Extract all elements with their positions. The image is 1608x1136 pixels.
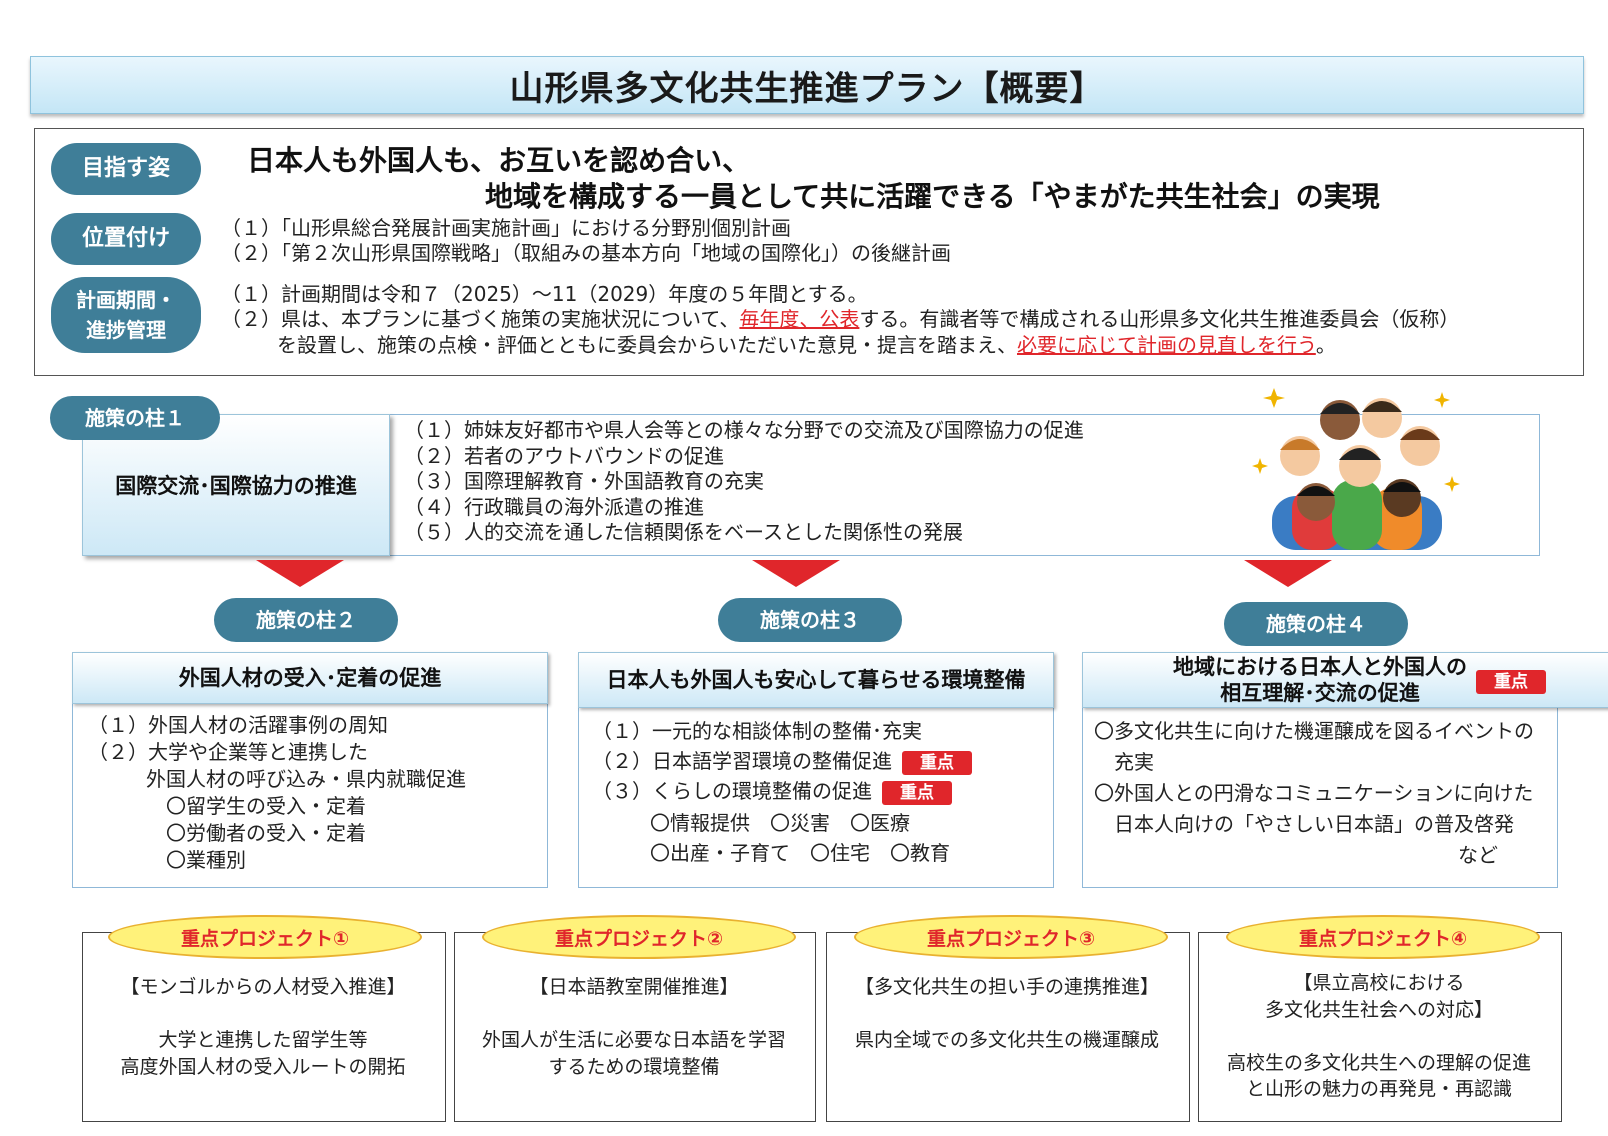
pillar3-line: （２）日本語学習環境の整備促進重点 [592, 748, 972, 775]
pillar3-line: （３）くらしの環境整備の促進重点 [592, 778, 952, 805]
project-line [454, 1001, 814, 1028]
project-line [1198, 1023, 1560, 1050]
vision-line-2: 地域を構成する一員として共に活躍できる「やまがた共生社会」の実現 [485, 180, 1380, 213]
pillar1-item: （４）行政職員の海外派遣の推進 [404, 494, 704, 519]
project-line: 高度外国人材の受入ルートの開拓 [120, 1055, 406, 1078]
project-line [826, 1001, 1188, 1028]
position-label: 位置付け [51, 213, 201, 265]
project-1-box [82, 932, 446, 1122]
pillar2-heading: 外国人材の受入･定着の促進 [72, 652, 548, 704]
sparkle-icon [1252, 388, 1460, 492]
period-item-3-text-a: を設置し、施策の点検・評価とともに委員会からいただいた意見・提言を踏まえ、 [277, 333, 1017, 357]
vision-label: 目指す姿 [51, 143, 201, 195]
project-line: 多文化共生社会への対応】 [1264, 998, 1493, 1021]
pillar4-heading-line-1: 地域における日本人と外国人の [1173, 655, 1467, 679]
people-illustration [1252, 388, 1460, 550]
project-1-text: 【モンゴルからの人材受入推進】 大学と連携した留学生等 高度外国人材の受入ルート… [82, 974, 444, 1080]
project-3-text: 【多文化共生の担い手の連携推進】 県内全域での多文化共生の機運醸成 [826, 974, 1188, 1054]
period-item-2: （２）県は、本プランに基づく施策の実施状況について、毎年度、公表する。有識者等で… [221, 306, 1459, 332]
period-label-line-1: 計画期間・ [76, 288, 176, 312]
period-label-line-2: 進捗管理 [86, 318, 166, 342]
priority-badge: 重点 [1476, 670, 1546, 694]
project-line: 【モンゴルからの人材受入推進】 [120, 976, 406, 998]
pillar2-tag: 施策の柱２ [214, 598, 398, 642]
project-line: 【県立高校における [1293, 972, 1465, 994]
pillar3-line: 〇情報提供 〇災害 〇医療 [650, 811, 910, 835]
project-line: するための環境整備 [548, 1055, 720, 1078]
project-line: 県内全域での多文化共生の機運醸成 [854, 1029, 1159, 1051]
pillar4-line: 日本人向けの「やさしい日本語」の普及啓発 [1114, 812, 1514, 836]
pillar3-tag: 施策の柱３ [718, 598, 902, 642]
pillar3-line: （１）一元的な相談体制の整備･充実 [592, 719, 922, 743]
project-line: 【日本語教室開催推進】 [529, 976, 739, 998]
project-2-label: 重点プロジェクト② [482, 915, 796, 959]
down-arrow-icon [752, 560, 840, 587]
pillar4-badge-wrap: 重点 [1476, 670, 1546, 694]
pillar2-line: 外国人材の呼び込み・県内就職促進 [146, 767, 466, 791]
period-label: 計画期間・ 進捗管理 [51, 277, 201, 353]
project-line: と山形の魅力の再発見・再認識 [1245, 1078, 1512, 1100]
project-4-text: 【県立高校における 多文化共生社会への対応】 高校生の多文化共生への理解の促進 … [1198, 970, 1560, 1103]
priority-badge: 重点 [902, 750, 972, 775]
period-item-2-text-a: （２）県は、本プランに基づく施策の実施状況について、 [221, 307, 740, 331]
period-item-3-text-c: 。 [1315, 333, 1336, 357]
pillar1-tag: 施策の柱１ [50, 396, 220, 440]
pillar4-line: 〇外国人との円滑なコミュニケーションに向けた [1094, 781, 1534, 805]
pillar4-heading-line-2: 相互理解･交流の促進 [1220, 681, 1420, 705]
project-line: 高校生の多文化共生への理解の促進 [1226, 1051, 1531, 1074]
page-title: 山形県多文化共生推進プラン【概要】 [30, 56, 1584, 114]
period-item-3-highlight: 必要に応じて計画の見直しを行う [1017, 333, 1316, 357]
down-arrow-icon [256, 560, 344, 587]
pillar1-list: （１）姉妹友好都市や県人会等との様々な分野での交流及び国際協力の促進 （２）若者… [404, 418, 1084, 546]
pillar3-heading: 日本人も外国人も安心して暮らせる環境整備 [578, 652, 1054, 708]
project-line [82, 1001, 444, 1028]
period-item-3: を設置し、施策の点検・評価とともに委員会からいただいた意見・提言を踏まえ、必要に… [277, 332, 1336, 358]
project-4-label: 重点プロジェクト④ [1226, 915, 1540, 959]
project-line: 外国人が生活に必要な日本語を学習 [481, 1029, 786, 1051]
pillar2-line: （１）外国人材の活躍事例の周知 [88, 713, 388, 737]
pillar4-line: など [1458, 843, 1498, 867]
position-item-1: （１）「山形県総合発展計画実施計画」における分野別個別計画 [221, 216, 791, 240]
pillar1-item: （２）若者のアウトバウンドの促進 [404, 443, 724, 468]
vision-line-1: 日本人も外国人も、お互いを認め合い、 [247, 144, 751, 177]
pillar2-line: 〇労働者の受入・定着 [166, 821, 366, 845]
project-line: 大学と連携した留学生等 [158, 1029, 368, 1051]
period-item-2-text-c: する。有識者等で構成される山形県多文化共生推進委員会（仮称） [859, 307, 1460, 331]
pillar1-item: （１）姉妹友好都市や県人会等との様々な分野での交流及び国際協力の促進 [404, 418, 1084, 442]
pillar2-line: 〇留学生の受入・定着 [166, 794, 366, 818]
project-3-label: 重点プロジェクト③ [854, 915, 1168, 959]
project-line: 【多文化共生の担い手の連携推進】 [854, 976, 1159, 998]
overview-box: 目指す姿 日本人も外国人も、お互いを認め合い、 地域を構成する一員として共に活躍… [34, 128, 1584, 376]
pillar1-item: （３）国際理解教育・外国語教育の充実 [404, 469, 764, 493]
priority-badge: 重点 [882, 780, 952, 805]
pillar2-line: （２）大学や企業等と連携した [88, 740, 368, 764]
project-4-box [1198, 932, 1562, 1122]
pillar4-tag: 施策の柱４ [1224, 602, 1408, 646]
project-1-label: 重点プロジェクト① [108, 915, 422, 959]
pillar4-line: 充実 [1114, 750, 1154, 774]
down-arrow-icon [1244, 560, 1332, 587]
pillar2-line: 〇業種別 [166, 848, 246, 872]
project-2-text: 【日本語教室開催推進】 外国人が生活に必要な日本語を学習 するための環境整備 [454, 974, 814, 1080]
project-3-box [826, 932, 1190, 1122]
pillar4-line: 〇多文化共生に向けた機運醸成を図るイベントの [1094, 719, 1534, 743]
period-item-2-highlight: 毎年度、公表 [739, 307, 860, 331]
period-item-1: （１）計画期間は令和７（2025）～11（2029）年度の５年間とする。 [221, 282, 868, 306]
pillar3-line: 〇出産・子育て 〇住宅 〇教育 [650, 841, 950, 865]
pillar3-line-text: （２）日本語学習環境の整備促進 [592, 749, 892, 773]
pillar3-line-text: （３）くらしの環境整備の促進 [592, 779, 872, 803]
position-item-2: （２）「第２次山形県国際戦略」（取組みの基本方向「地域の国際化」）の後継計画 [221, 241, 951, 265]
pillar1-item: （５）人的交流を通した信頼関係をベースとした関係性の発展 [404, 520, 963, 544]
